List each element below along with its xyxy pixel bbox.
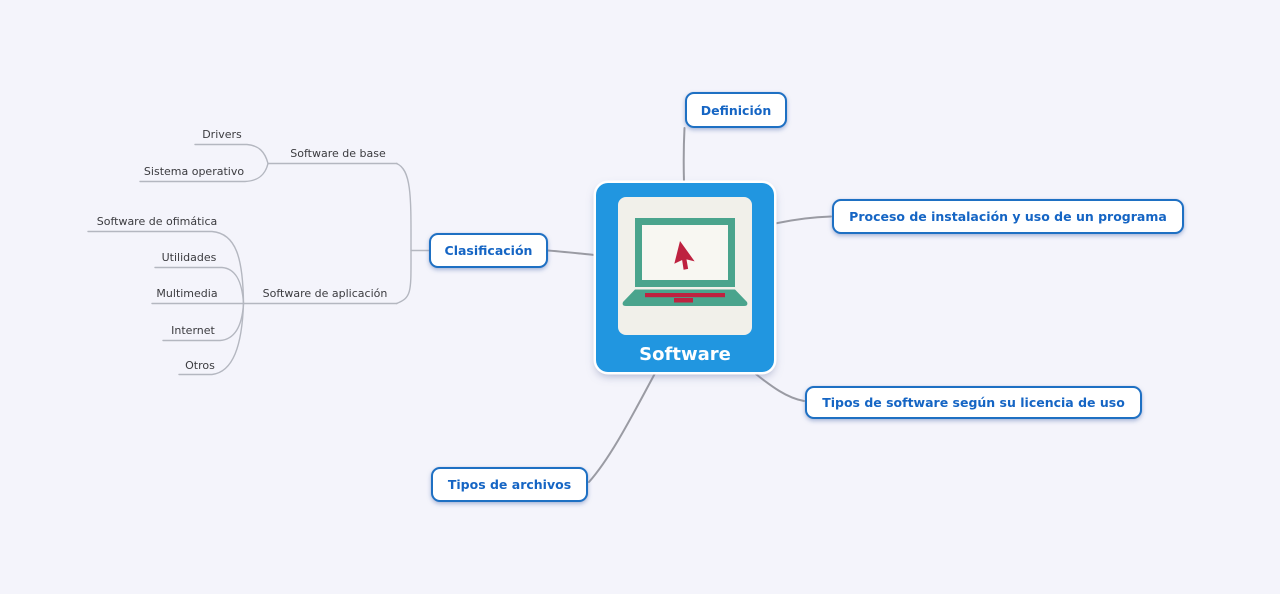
branch-label-software-de-base[interactable]: Software de base [290,147,386,160]
laptop-keyboard-bar [645,293,725,298]
laptop-keyboard [622,289,748,306]
branch-line-utilidades [154,266,245,305]
root-node-label: Software [639,344,731,365]
root-node-software[interactable]: Software [596,183,774,372]
node-clasificacion[interactable]: Clasificación [429,233,548,268]
laptop-touchpad [674,298,693,303]
connector-clasificacion-root [547,249,596,256]
connector-root-proceso [774,215,832,225]
branch-line-software-de-ofimatica [87,230,245,305]
connector-root-definicion [682,127,686,183]
root-node-image [618,197,752,335]
branch-label-sistema-operativo[interactable]: Sistema operativo [143,165,245,178]
branch-label-utilidades[interactable]: Utilidades [161,251,217,264]
cursor-arrow-icon [674,241,695,270]
node-tipos-software-licencia[interactable]: Tipos de software según su licencia de u… [805,386,1142,419]
node-definicion[interactable]: Definición [685,92,787,128]
branch-label-internet[interactable]: Internet [171,324,215,337]
laptop-cursor-icon [622,218,748,306]
branch-label-otros[interactable]: Otros [185,359,215,372]
branch-label-software-de-aplicacion[interactable]: Software de aplicación [262,287,388,300]
node-proceso-instalacion[interactable]: Proceso de instalación y uso de un progr… [832,199,1184,234]
branch-label-software-de-ofimatica[interactable]: Software de ofimática [96,215,218,228]
branch-label-multimedia[interactable]: Multimedia [156,287,218,300]
branch-line-sistema-operativo [139,162,269,183]
branch-line-drivers [194,143,269,165]
node-tipos-archivos[interactable]: Tipos de archivos [431,467,588,502]
branch-label-drivers[interactable]: Drivers [202,128,242,141]
connector-root-tipos-software [751,370,805,402]
connector-clasificacion-brace [395,162,412,305]
connector-root-tipos-archivos [588,370,657,483]
branch-line-otros [178,302,245,376]
